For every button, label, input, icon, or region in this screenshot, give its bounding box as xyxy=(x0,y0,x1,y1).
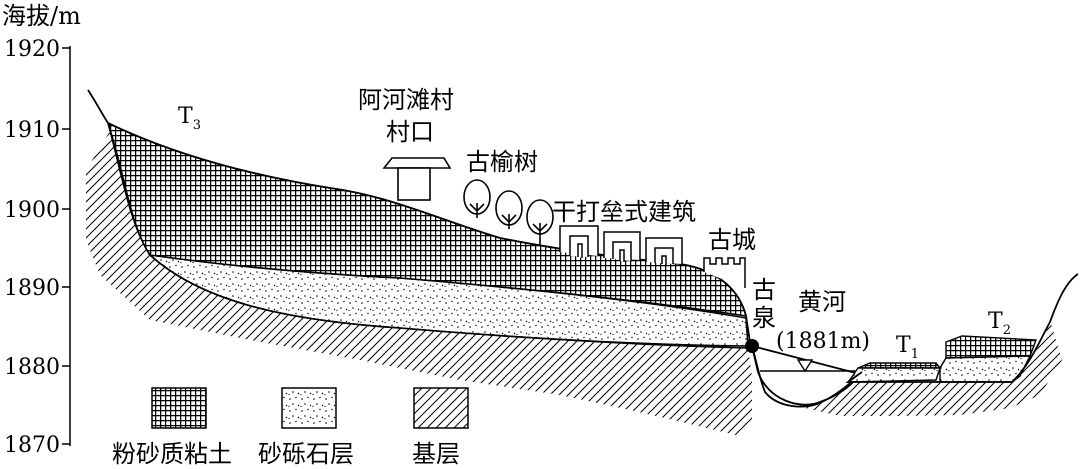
bedrock-left xyxy=(86,128,752,436)
rammed-earth-building-icon xyxy=(603,231,641,262)
terrace-t1-clay xyxy=(857,362,942,369)
terrace-t2-clay xyxy=(945,335,1037,359)
elm-tree-icon xyxy=(463,179,491,218)
tick-label: 1890 xyxy=(4,276,60,301)
terrace-t1-gravel xyxy=(846,367,941,383)
rammed-earth-label: 干打垒式建筑 xyxy=(552,198,696,226)
bedrock-boundary xyxy=(107,122,749,349)
river-level-label: (1881m) xyxy=(776,329,870,354)
ancient-city-icon xyxy=(703,257,746,288)
tick-label: 1870 xyxy=(4,433,60,458)
spring-label-line2: 泉 xyxy=(752,304,776,332)
rammed-earth-building-icon xyxy=(645,237,683,265)
tick-label: 1900 xyxy=(4,198,60,223)
y-axis: 海拔/m 1920 1910 1900 1890 1880 1870 xyxy=(2,2,81,458)
spring-label-line1: 古 xyxy=(752,276,776,304)
legend-swatch-crosshatch xyxy=(151,387,207,429)
ground-surface xyxy=(87,89,751,343)
water-level-marker xyxy=(796,359,814,373)
legend: 粉砂质粘土 砂砾石层 基层 xyxy=(112,387,469,468)
village-label-line2: 村口 xyxy=(386,118,434,146)
tick-label: 1880 xyxy=(4,355,60,380)
river-channel-outline xyxy=(751,345,861,408)
legend-label: 粉砂质粘土 xyxy=(112,440,232,468)
legend-swatch-diagonal xyxy=(413,387,469,429)
terrace-t2-label: T2 xyxy=(988,309,1011,338)
ancient-city-label: 古城 xyxy=(708,226,756,254)
legend-label: 基层 xyxy=(412,440,460,468)
ancient-spring-dot xyxy=(745,339,759,353)
bedrock-right xyxy=(792,320,1062,416)
terrace-t3-label: T3 xyxy=(178,104,201,133)
village-label-line1: 阿河滩村 xyxy=(358,86,454,114)
village-gate-icon xyxy=(382,157,452,201)
rammed-earth-building-icon xyxy=(559,225,599,258)
right-bank-surface xyxy=(845,273,1079,383)
elm-tree-icon xyxy=(495,190,523,229)
tick-label: 1920 xyxy=(4,37,60,62)
legend-label: 砂砾石层 xyxy=(258,440,354,468)
elm-label: 古榆树 xyxy=(466,148,538,176)
axis-label: 海拔/m xyxy=(2,2,81,30)
elm-tree-icon xyxy=(526,199,554,245)
terrace-t1-label: T1 xyxy=(896,333,919,362)
tick-label: 1910 xyxy=(4,118,60,143)
legend-swatch-dots xyxy=(281,387,337,429)
river-label: 黄河 xyxy=(798,288,846,316)
